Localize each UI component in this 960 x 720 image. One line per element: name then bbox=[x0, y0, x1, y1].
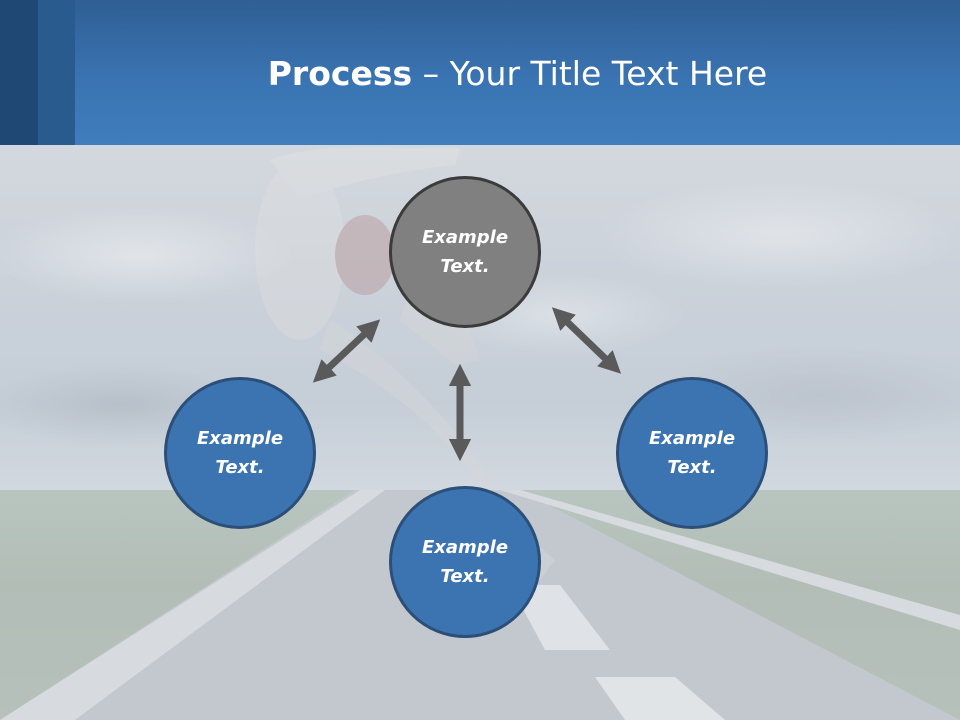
arrow-top-right bbox=[551, 307, 622, 374]
process-node-right[interactable]: Example Text. bbox=[616, 377, 768, 529]
process-node-top-text: Example Text. bbox=[421, 227, 509, 277]
header-accent-stripe-inner bbox=[38, 0, 75, 145]
process-node-bottom[interactable]: Example Text. bbox=[389, 486, 541, 638]
slide-title-bold: Process bbox=[267, 54, 413, 93]
slide-title-rest: – Your Title Text Here bbox=[412, 54, 768, 93]
header-accent-stripe bbox=[0, 0, 38, 145]
process-node-left[interactable]: Example Text. bbox=[164, 377, 316, 529]
arrow-top-left bbox=[312, 319, 381, 383]
process-node-right-text: Example Text. bbox=[648, 428, 736, 478]
process-node-top[interactable]: Example Text. bbox=[389, 176, 541, 328]
title-bar: Process – Your Title Text Here bbox=[0, 0, 960, 145]
slide-title[interactable]: Process – Your Title Text Here bbox=[75, 52, 960, 96]
process-node-left-text: Example Text. bbox=[196, 428, 284, 478]
process-node-bottom-text: Example Text. bbox=[421, 537, 509, 587]
